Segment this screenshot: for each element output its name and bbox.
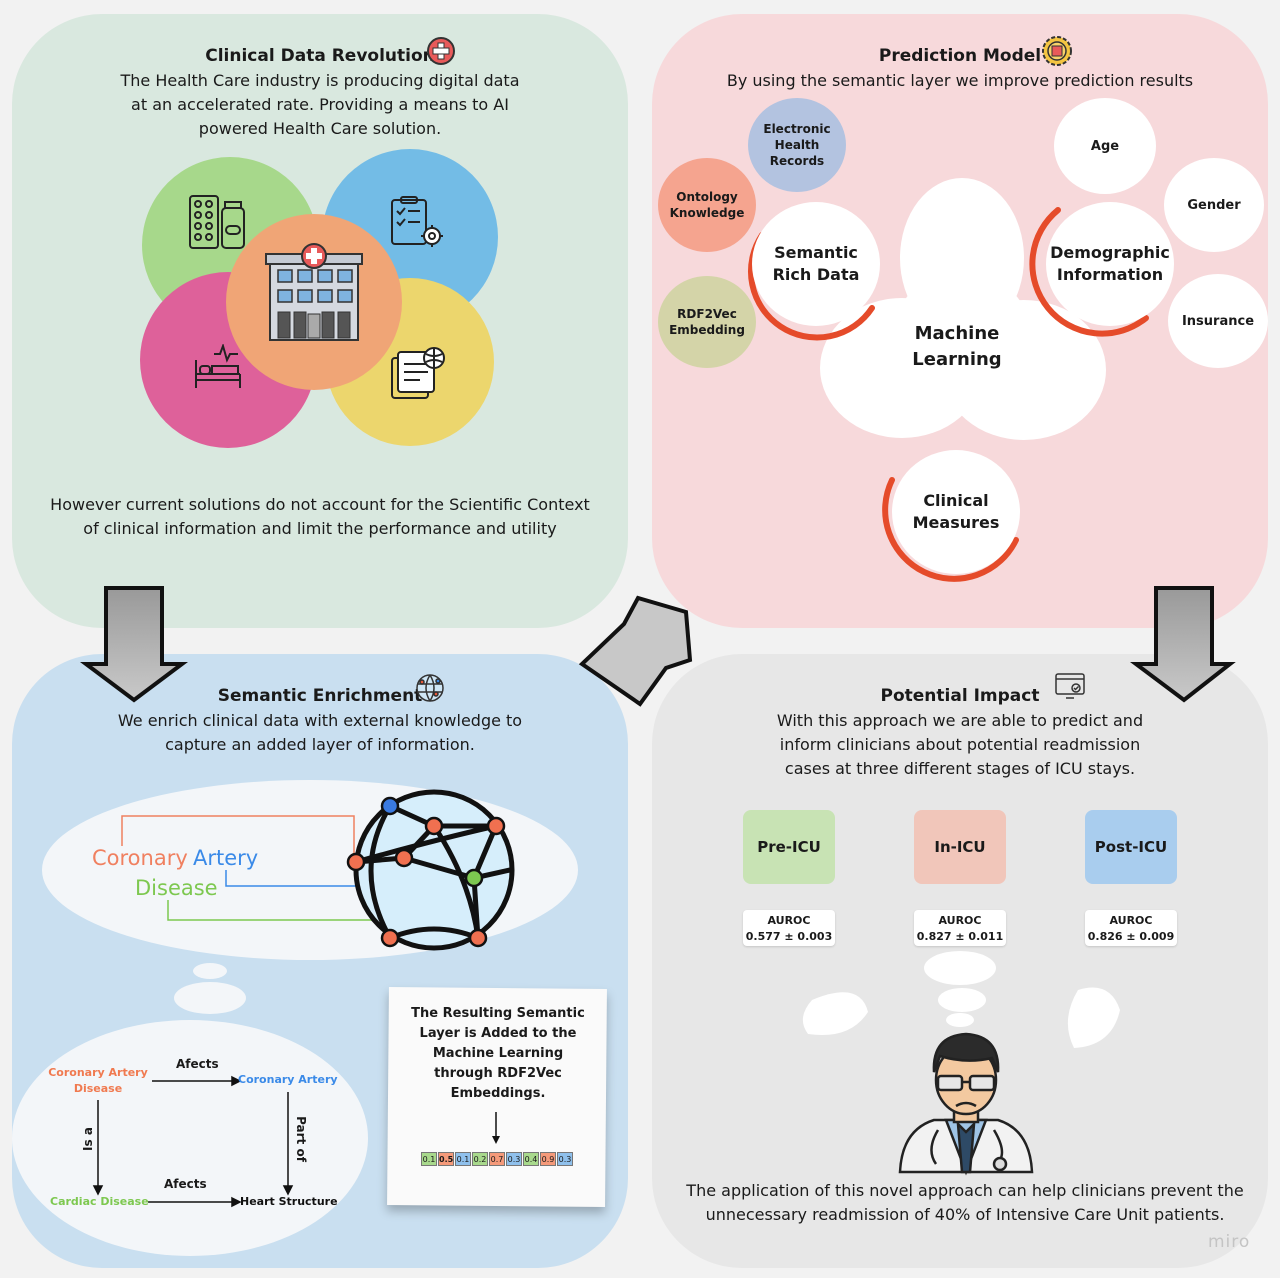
network-globe-icon [414,672,446,704]
word-disease: Disease [135,876,218,900]
stage-label: Pre-ICU [757,838,821,856]
rdf2vec-embedding-node: RDF2Vec Embedding [658,276,756,368]
word-artery: Artery [193,846,259,870]
machine-learning-label: Machine Learning [912,323,1002,370]
clipboard-gear-icon [388,196,446,250]
graph-node-coronary-artery-disease: Coronary Artery Disease [48,1066,148,1095]
vector-cell: 0.1 [455,1152,471,1166]
clinical-bottom-text: However current solutions do not account… [50,495,590,538]
edge-label-part-of: Part of [293,1116,308,1162]
gender-node: Gender [1164,158,1264,252]
stage-in-icu: In-ICU [914,810,1006,884]
insurance-label: Insurance [1181,313,1255,329]
hospital-icon [264,242,364,342]
prediction-subtitle: By using the semantic layer we improve p… [726,71,1194,90]
clinical-measures-node: Clinical Measures [892,450,1020,574]
clinical-text: The Health Care industry is producing di… [120,71,520,138]
graph-node-cardiac-disease: Cardiac Disease [50,1195,149,1208]
stage-post-icu: Post-ICU [1085,810,1177,884]
ontology-knowledge-label: Ontology Knowledge [669,190,745,220]
auroc-value: 0.827 ± 0.011 [916,930,1004,943]
stage-label: Post-ICU [1094,838,1168,856]
stage-label: In-ICU [934,838,986,856]
auroc-pre-icu: AUROC 0.577 ± 0.003 [743,910,835,946]
rdf2vec-embedding-label: RDF2Vec Embedding [669,307,745,337]
vector-cell: 0.3 [557,1152,573,1166]
demographic-information-node: Demographic Information [1046,202,1174,326]
auroc-label: AUROC [1109,914,1153,927]
edge-label-afects-top: Afects [176,1057,219,1071]
medical-cross-icon [426,36,456,66]
graph-node-heart-structure: Heart Structure [240,1195,338,1208]
impact-title: Potential Impact [880,686,1040,706]
graph-node-coronary-artery: Coronary Artery [238,1073,338,1086]
medical-report-icon [388,344,448,400]
age-label: Age [1090,138,1120,154]
age-node: Age [1054,98,1156,194]
stage-pre-icu: Pre-ICU [743,810,835,884]
impact-bottom-text: The application of this novel approach c… [686,1181,1244,1224]
ontology-knowledge-node: Ontology Knowledge [658,158,756,252]
auroc-in-icu: AUROC 0.827 ± 0.011 [914,910,1006,946]
auroc-value: 0.826 ± 0.009 [1087,930,1175,943]
word-coronary: Coronary [92,846,188,870]
ehr-node: Electronic Health Records [748,98,846,192]
monitor-check-icon [1054,672,1086,702]
vector-cell: 0.5 [438,1152,454,1166]
embedding-note-text: The Resulting Semantic Layer is Added to… [411,1006,585,1101]
semantic-rich-data-node: Semantic Rich Data [752,202,880,326]
semantic-title: Semantic Enrichment [217,686,423,706]
vector-cell: 0.2 [472,1152,488,1166]
prediction-title: Prediction Model [878,46,1042,66]
miro-watermark: miro [1208,1232,1251,1252]
clinical-title: Clinical Data Revolution [205,46,435,66]
auroc-value: 0.577 ± 0.003 [745,930,833,943]
demographic-information-label: Demographic Information [1050,243,1170,284]
auroc-label: AUROC [938,914,982,927]
edge-label-is-a: Is a [80,1127,95,1151]
vector-cell: 0.3 [506,1152,522,1166]
hospital-bed-icon [194,344,242,390]
vector-cell: 0.1 [421,1152,437,1166]
impact-text: With this approach we are able to predic… [776,711,1144,778]
pills-icon [188,194,248,250]
clinical-measures-label: Clinical Measures [912,491,1000,532]
insurance-node: Insurance [1168,274,1268,368]
semantic-rich-data-label: Semantic Rich Data [772,243,860,284]
machine-learning-node: Machine Learning [892,312,1022,382]
auroc-label: AUROC [767,914,811,927]
semantic-text: We enrich clinical data with external kn… [117,711,523,754]
gear-chip-icon [1040,34,1074,68]
ehr-label: Electronic Health Records [763,122,831,168]
vector-cell: 0.7 [489,1152,505,1166]
vector-cell: 0.4 [523,1152,539,1166]
vector-cell: 0.9 [540,1152,556,1166]
auroc-post-icu: AUROC 0.826 ± 0.009 [1085,910,1177,946]
gender-label: Gender [1187,197,1241,213]
edge-label-afects-bottom: Afects [164,1177,207,1191]
